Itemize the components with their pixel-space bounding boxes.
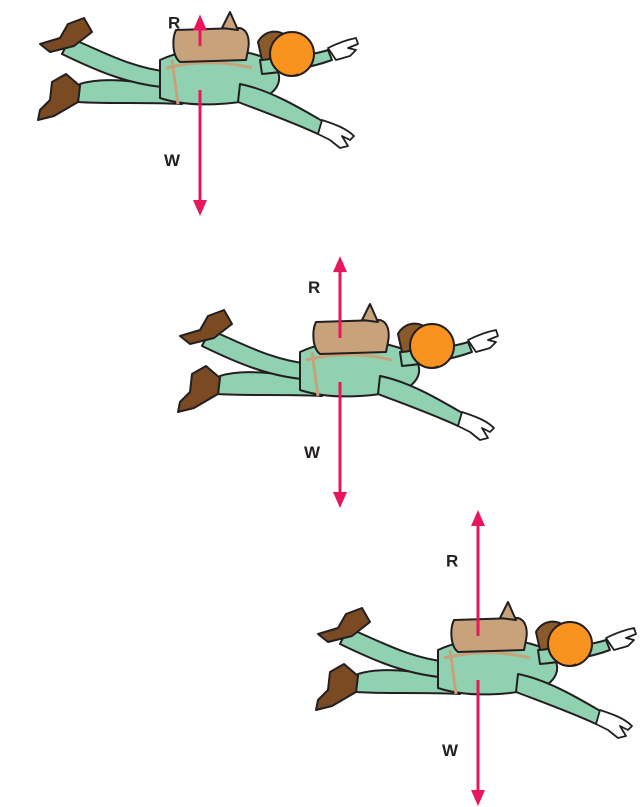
skydiver-2: RW xyxy=(178,256,498,508)
air-resistance-arrow-head xyxy=(333,256,347,272)
weight-arrow-head xyxy=(193,200,207,216)
skydiver-illustration xyxy=(38,12,358,148)
air-resistance-arrow-head xyxy=(193,15,207,31)
resistance-label: R xyxy=(168,14,180,33)
skydiver-1: RW xyxy=(38,12,358,216)
weight-label: W xyxy=(304,443,321,462)
resistance-label: R xyxy=(446,552,458,571)
resistance-label: R xyxy=(308,278,320,297)
weight-label: W xyxy=(164,151,181,170)
weight-arrow-head xyxy=(471,790,485,806)
weight-arrow-head xyxy=(333,492,347,508)
skydiver-illustration xyxy=(178,304,498,440)
weight-label: W xyxy=(442,741,459,760)
skydiver-3: RW xyxy=(316,510,636,806)
skydiver-illustration xyxy=(316,602,636,738)
air-resistance-arrow-head xyxy=(471,510,485,526)
